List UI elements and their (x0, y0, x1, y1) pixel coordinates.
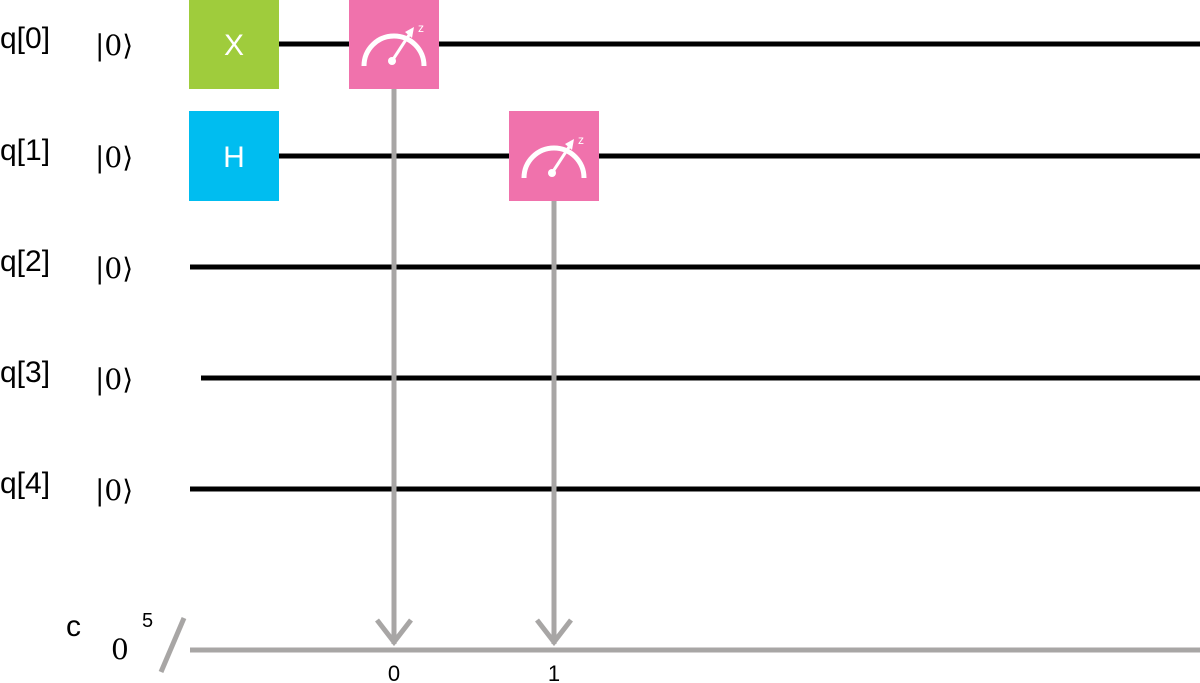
qubit-init-state-4: |0⟩ (95, 474, 133, 507)
gate-box (189, 0, 279, 89)
measurement-axis-label: z (578, 133, 584, 147)
qubit-label-3: q[3] (0, 356, 50, 389)
meter-arc (521, 145, 587, 179)
classical-register: c05 (66, 610, 1200, 673)
qubit-wires (190, 41, 1200, 492)
meter-arc (361, 33, 427, 67)
meter-needle-tip (565, 139, 574, 150)
measurement-axis-label: z (418, 21, 424, 35)
qubit-label-0: q[0] (0, 22, 50, 55)
classical-bit-index-1: 1 (548, 661, 560, 683)
gate-label: X (224, 29, 244, 62)
qubit-init-state-0: |0⟩ (95, 29, 133, 62)
qubit-label-4: q[4] (0, 467, 50, 500)
gate-h: H (189, 111, 279, 201)
gate-box (189, 111, 279, 201)
measure-gate-q0: z (349, 0, 439, 89)
classical-register-label: c (66, 610, 81, 643)
meter-needle (550, 143, 573, 174)
measure-gate-box (509, 111, 599, 201)
gate-label: H (223, 141, 245, 174)
meter-needle (390, 31, 413, 62)
measure-gate-box (349, 0, 439, 89)
meter-pivot (388, 57, 396, 65)
measurement-arrowhead-1 (535, 618, 573, 647)
gate-x: X (189, 0, 279, 89)
meter-pivot (548, 169, 556, 177)
measure-gate-q1: z (509, 111, 599, 201)
classical-bit-index-0: 0 (388, 661, 400, 683)
qubit-label-2: q[2] (0, 245, 50, 278)
meter-icon (521, 139, 587, 179)
meter-needle-tip (405, 27, 414, 38)
qubit-label-1: q[1] (0, 134, 50, 167)
qubit-init-state-3: |0⟩ (95, 363, 133, 396)
qubit-init-state-2: |0⟩ (95, 252, 133, 285)
classical-register-init: 0 (111, 633, 129, 666)
gates: X Hz z (189, 0, 599, 201)
measurement-arrowhead-0 (375, 618, 413, 647)
meter-icon (361, 27, 427, 67)
classical-register-width: 5 (142, 610, 153, 632)
register-slash (158, 617, 187, 673)
qubit-init-state-1: |0⟩ (95, 141, 133, 174)
qubit-labels: q[0] |0⟩ q[1] |0⟩ q[2] |0⟩ q[3] |0⟩ q[4] |0⟩ (0, 22, 133, 507)
